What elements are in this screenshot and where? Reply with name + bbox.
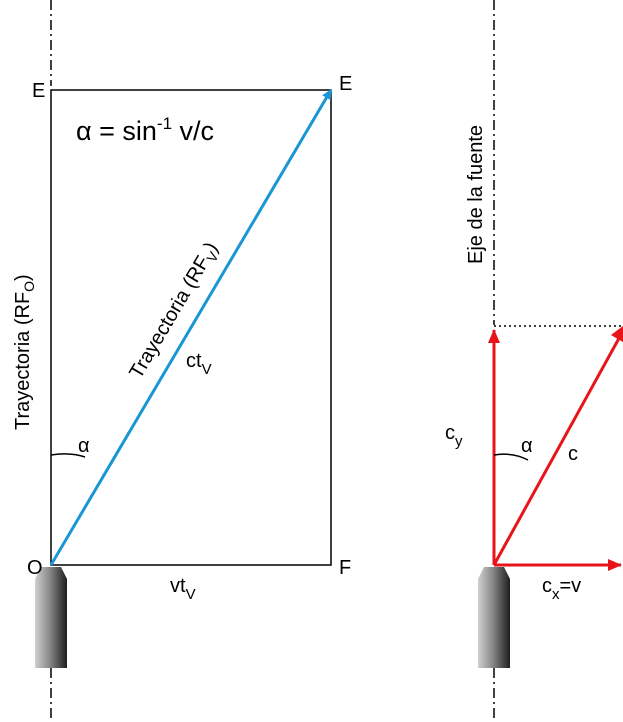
- right-diagram: Eje de la fuente cy cx=v c α: [445, 0, 623, 722]
- label-o: O: [27, 557, 43, 579]
- c-vector-arrowhead: [611, 326, 623, 342]
- source-axis-label: Eje de la fuente: [465, 125, 487, 264]
- trajectory-rectangle: [50, 89, 332, 566]
- left-diagram: E E O F α = sin-1 v/c Trayectoria (RFO) …: [12, 0, 352, 722]
- cy-main: c: [445, 422, 455, 444]
- trajectory-rfo-text: Trayectoria (RF: [12, 292, 34, 430]
- right-source-nozzle: [478, 567, 510, 668]
- angle-formula: α = sin-1 v/c: [76, 114, 214, 146]
- cy-sub: y: [455, 433, 463, 450]
- label-e-faint: E: [32, 80, 45, 102]
- cx-main: c: [542, 575, 552, 597]
- vt-main: vt: [170, 575, 186, 597]
- cx-label: cx=v: [542, 575, 581, 603]
- c-vector: [492, 330, 623, 566]
- vt-sub: V: [186, 586, 196, 603]
- trajectory-rfo-label: Trayectoria (RFO): [12, 274, 37, 430]
- left-alpha-label: α: [78, 435, 90, 457]
- right-alpha-arc: [493, 453, 529, 461]
- trajectory-rfo-sub: O: [21, 281, 37, 292]
- c-label: c: [568, 443, 578, 465]
- formula-exp: -1: [157, 114, 172, 133]
- label-e: E: [339, 73, 352, 95]
- blue-trajectory-arrow: [49, 89, 333, 566]
- cx-sub: x: [552, 586, 560, 603]
- left-source-nozzle: [35, 567, 67, 668]
- cy-label: cy: [445, 422, 463, 450]
- formula-rest: v/c: [172, 116, 214, 146]
- left-alpha-arc: [50, 453, 86, 458]
- cx-rest: =v: [560, 575, 582, 597]
- formula-eq: = sin: [92, 116, 157, 146]
- right-alpha-label: α: [521, 435, 533, 457]
- label-f: F: [339, 557, 351, 579]
- ct-main: ct: [186, 350, 202, 372]
- vt-label: vtV: [170, 575, 196, 603]
- formula-alpha: α: [76, 116, 92, 146]
- ct-sub: V: [202, 361, 212, 378]
- ct-label: ctV: [186, 350, 212, 378]
- trajectory-rfo-close: ): [12, 274, 34, 281]
